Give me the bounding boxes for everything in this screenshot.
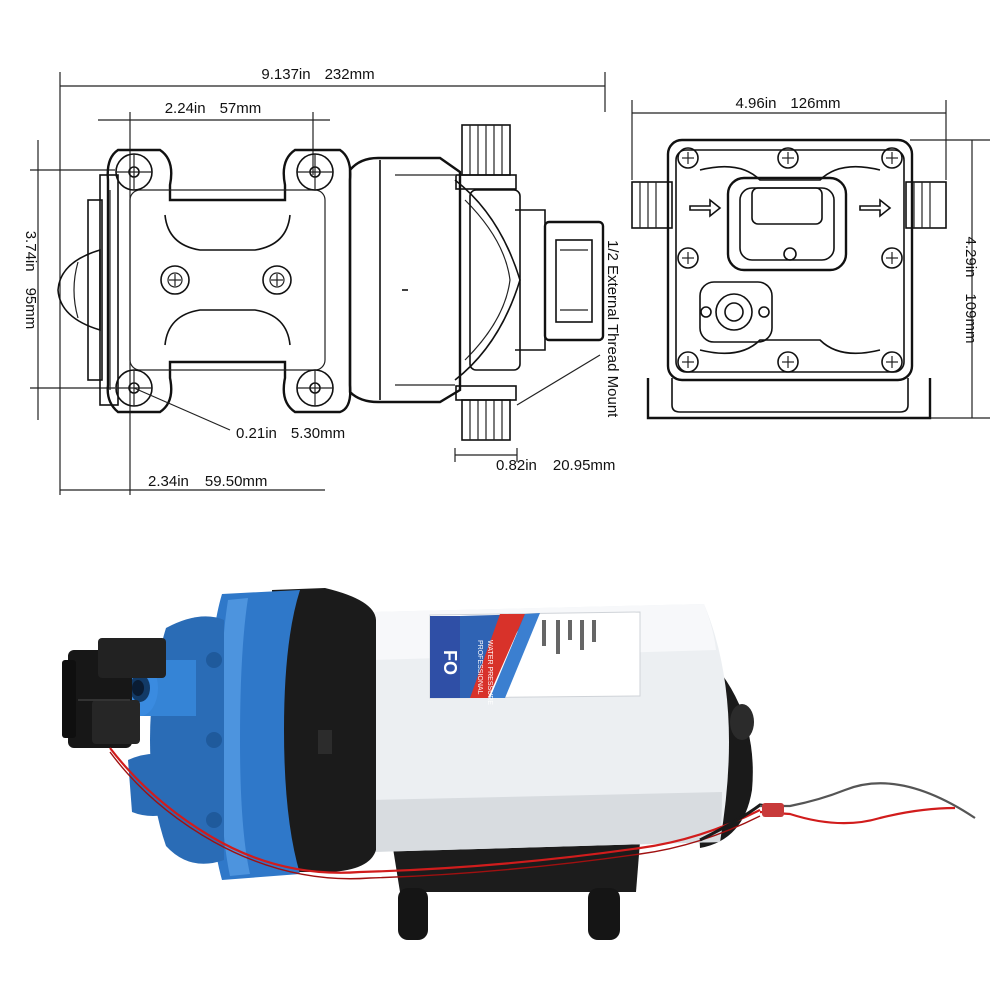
power-wires bbox=[109, 747, 976, 880]
side-view-drawing bbox=[30, 72, 606, 495]
label-brand-text: FO bbox=[440, 650, 460, 675]
end-height-label: 4.29in109mm bbox=[962, 237, 979, 344]
mount-hole-top-right bbox=[296, 153, 334, 191]
mount-hole-bottom-right bbox=[296, 369, 334, 407]
end-view-drawing bbox=[631, 100, 990, 420]
pump-product-illustration: FO PROFESSIONAL WATER PRESSURE bbox=[62, 588, 976, 940]
height-label: 3.74in95mm bbox=[22, 231, 39, 330]
label-line-1: PROFESSIONAL bbox=[476, 640, 483, 695]
motor-label: FO PROFESSIONAL WATER PRESSURE bbox=[429, 611, 641, 705]
pressure-switch-drawing bbox=[515, 209, 605, 351]
center-screw-right bbox=[262, 265, 292, 295]
top-port-fitting bbox=[455, 124, 517, 190]
mount-hole-top-left bbox=[115, 153, 153, 191]
thread-note-label: 1/2 External Thread Mount bbox=[604, 240, 621, 418]
pressure-switch bbox=[62, 638, 166, 748]
label-line-2: WATER PRESSURE bbox=[486, 640, 493, 705]
center-screw-left bbox=[160, 265, 190, 295]
bottom-port-fitting bbox=[455, 385, 517, 441]
